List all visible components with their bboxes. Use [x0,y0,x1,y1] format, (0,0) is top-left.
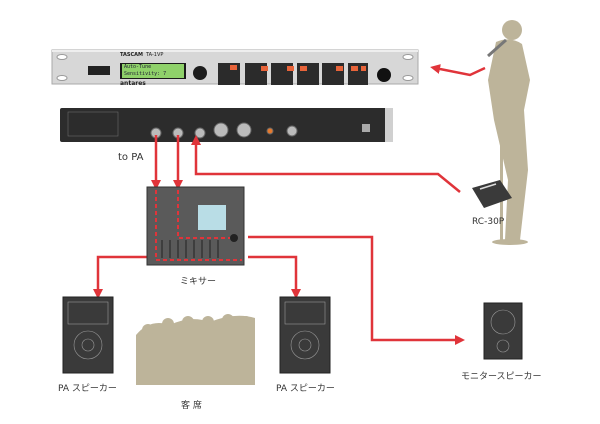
audience-silhouette [136,314,255,385]
lcd-line-1: Auto-Tune [124,64,152,70]
rear-panel [60,108,393,142]
pa-speaker-left-label: PA スピーカー [58,384,117,394]
model-label: TA-1VP [146,52,164,58]
mixer [146,186,245,266]
to-pa-label: to PA [118,152,144,163]
pa-speaker-left [62,296,114,374]
lcd-line-2: Sensitivity: 7 [124,71,167,77]
microphone [487,38,507,58]
footswitch [472,180,512,208]
cables [93,64,486,345]
mixer-label: ミキサー [180,277,217,287]
brand-label: TASCAM [120,52,144,58]
pa-speaker-right-label: PA スピーカー [276,384,335,394]
singer-silhouette [488,20,530,245]
maker-label: antares [120,80,146,87]
lcd-screen [122,64,184,78]
footswitch-label: RC-30P [472,217,505,227]
audience-label: 客 席 [181,401,202,411]
pa-speaker-right [279,296,331,374]
monitor-speaker-label: モニタースピーカー [461,372,542,382]
monitor-speaker [483,302,523,360]
front-panel [51,49,419,85]
